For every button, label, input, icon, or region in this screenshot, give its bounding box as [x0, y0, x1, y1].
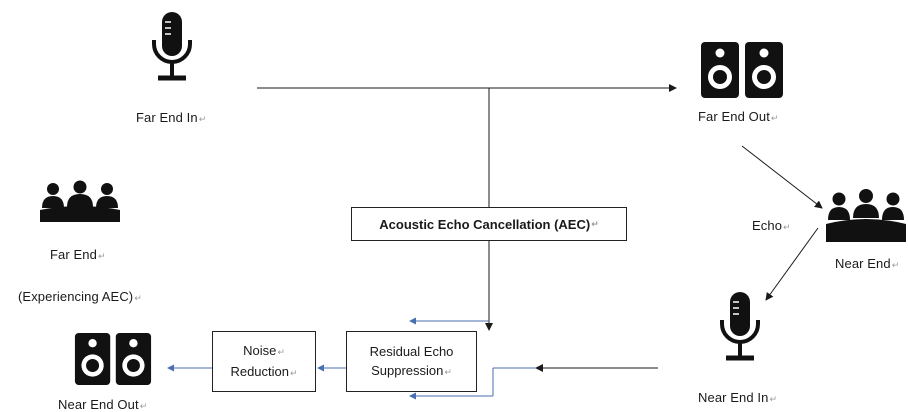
near-end-out-label: Near End Out↵	[58, 397, 147, 412]
near-end-out-text: Near End Out	[58, 397, 139, 412]
noise-reduction-block: Noise↵ Reduction↵	[212, 331, 316, 392]
near-end-speakers-icon	[74, 333, 152, 385]
aec-block: Acoustic Echo Cancellation (AEC)↵	[351, 207, 627, 241]
near-end-text: Near End	[835, 256, 891, 271]
paragraph-mark: ↵	[444, 366, 452, 377]
residual-line1: Residual Echo	[369, 343, 454, 359]
aec-block-text: Acoustic Echo Cancellation (AEC)	[379, 216, 591, 232]
residual-line2: Suppression	[371, 362, 444, 378]
far-end-in-label: Far End In↵	[136, 110, 206, 125]
near-end-in-label: Near End In↵	[698, 390, 777, 405]
paragraph-mark: ↵	[770, 113, 779, 123]
near-end-in-text: Near End In	[698, 390, 769, 405]
far-end-microphone-icon	[152, 12, 192, 81]
paragraph-mark: ↵	[97, 251, 106, 261]
far-end-label: Far End↵	[50, 247, 106, 262]
noise-line1: Noise	[243, 342, 277, 358]
far-end-text: Far End	[50, 247, 97, 262]
paragraph-mark: ↵	[783, 222, 791, 232]
paragraph-mark: ↵	[769, 394, 778, 404]
far-end-speakers-icon	[701, 42, 783, 98]
experiencing-aec-text: (Experiencing AEC)	[18, 289, 134, 304]
paragraph-mark: ↵	[591, 218, 599, 229]
paragraph-mark: ↵	[277, 346, 285, 357]
near-end-label: Near End↵	[835, 256, 899, 271]
near-end-to-mic-arrow	[765, 227, 819, 301]
noise-line2: Reduction	[230, 363, 289, 379]
experiencing-aec-label: (Experiencing AEC)↵	[18, 289, 142, 304]
far-end-group-icon	[40, 180, 120, 222]
near-end-group-icon	[826, 189, 906, 242]
paragraph-mark: ↵	[290, 367, 298, 378]
paragraph-mark: ↵	[139, 401, 148, 411]
far-end-in-text: Far End In	[136, 110, 198, 125]
echo-label: Echo↵	[752, 218, 791, 233]
paragraph-mark: ↵	[134, 293, 142, 303]
paragraph-mark: ↵	[198, 114, 207, 124]
near-end-microphone-icon	[720, 292, 760, 361]
echo-text: Echo	[752, 218, 783, 233]
paragraph-mark: ↵	[891, 260, 900, 270]
far-end-out-label: Far End Out↵	[698, 109, 779, 124]
far-end-out-text: Far End Out	[698, 109, 770, 124]
echo-path-arrow	[741, 145, 823, 209]
residual-echo-suppression-block: Residual Echo Suppression↵	[346, 331, 477, 392]
